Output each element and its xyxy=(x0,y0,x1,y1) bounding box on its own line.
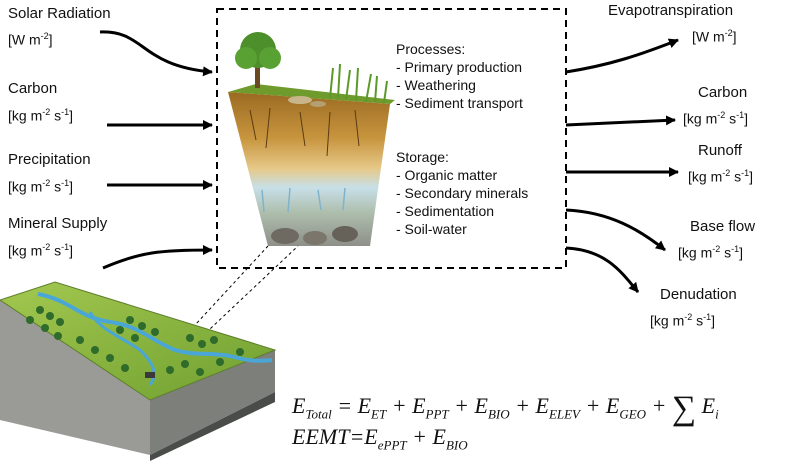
equation-eemt: EEMT=EePPT + EBIO xyxy=(292,424,468,453)
input-label-mineral-supply: Mineral Supply xyxy=(8,215,108,232)
input-unit-solar-radiation: [W m-2] xyxy=(8,31,53,48)
equation-total-energy: ETotal = EET + EPPT + EBIO + EELEV + EGE… xyxy=(292,390,719,427)
output-unit-base-flow: [kg m-2 s-1] xyxy=(678,244,744,261)
output-unit-runoff: [kg m-2 s-1] xyxy=(688,168,754,185)
input-label-carbon: Carbon xyxy=(8,80,58,97)
output-unit-carbon: [kg m-2 s-1] xyxy=(683,110,749,127)
storage-heading: Storage: xyxy=(396,149,449,165)
input-unit-carbon: [kg m-2 s-1] xyxy=(8,107,74,124)
output-unit-evapotranspiration: [W m-2] xyxy=(692,28,737,45)
output-unit-denudation: [kg m-2 s-1] xyxy=(650,312,716,329)
carbon-output-arrow xyxy=(565,115,676,127)
soil-profile-illustration xyxy=(228,32,395,246)
output-label-evapotranspiration: Evapotranspiration xyxy=(608,2,734,19)
storage-item: - Secondary minerals xyxy=(396,185,529,201)
output-label-denudation: Denudation xyxy=(660,286,737,303)
process-item: - Primary production xyxy=(396,59,523,75)
input-unit-mineral-supply: [kg m-2 s-1] xyxy=(8,242,74,259)
storage-item: - Sedimentation xyxy=(396,203,495,219)
mineral-supply-arrow xyxy=(102,245,213,270)
process-item: - Weathering xyxy=(396,77,476,93)
system-boundary-box xyxy=(216,8,567,269)
input-unit-precipitation: [kg m-2 s-1] xyxy=(8,178,74,195)
storage-list: Storage: - Organic matter - Secondary mi… xyxy=(396,148,528,238)
output-label-runoff: Runoff xyxy=(698,142,742,159)
process-item: - Sediment transport xyxy=(396,95,523,111)
output-label-carbon: Carbon xyxy=(698,84,748,101)
input-label-precipitation: Precipitation xyxy=(8,151,91,168)
processes-list: Processes: - Primary production - Weathe… xyxy=(396,40,523,112)
landscape-illustration xyxy=(0,281,277,461)
base-flow-arrow xyxy=(565,208,666,252)
input-label-solar-radiation: Solar Radiation xyxy=(8,5,111,22)
sample-site-marker xyxy=(145,372,155,378)
storage-item: - Soil-water xyxy=(396,221,467,237)
evapotranspiration-arrow xyxy=(565,38,679,74)
output-label-base-flow: Base flow xyxy=(690,218,756,235)
denudation-arrow xyxy=(565,246,640,293)
processes-heading: Processes: xyxy=(396,41,466,57)
solar-radiation-arrow xyxy=(99,30,213,77)
storage-item: - Organic matter xyxy=(396,167,498,183)
